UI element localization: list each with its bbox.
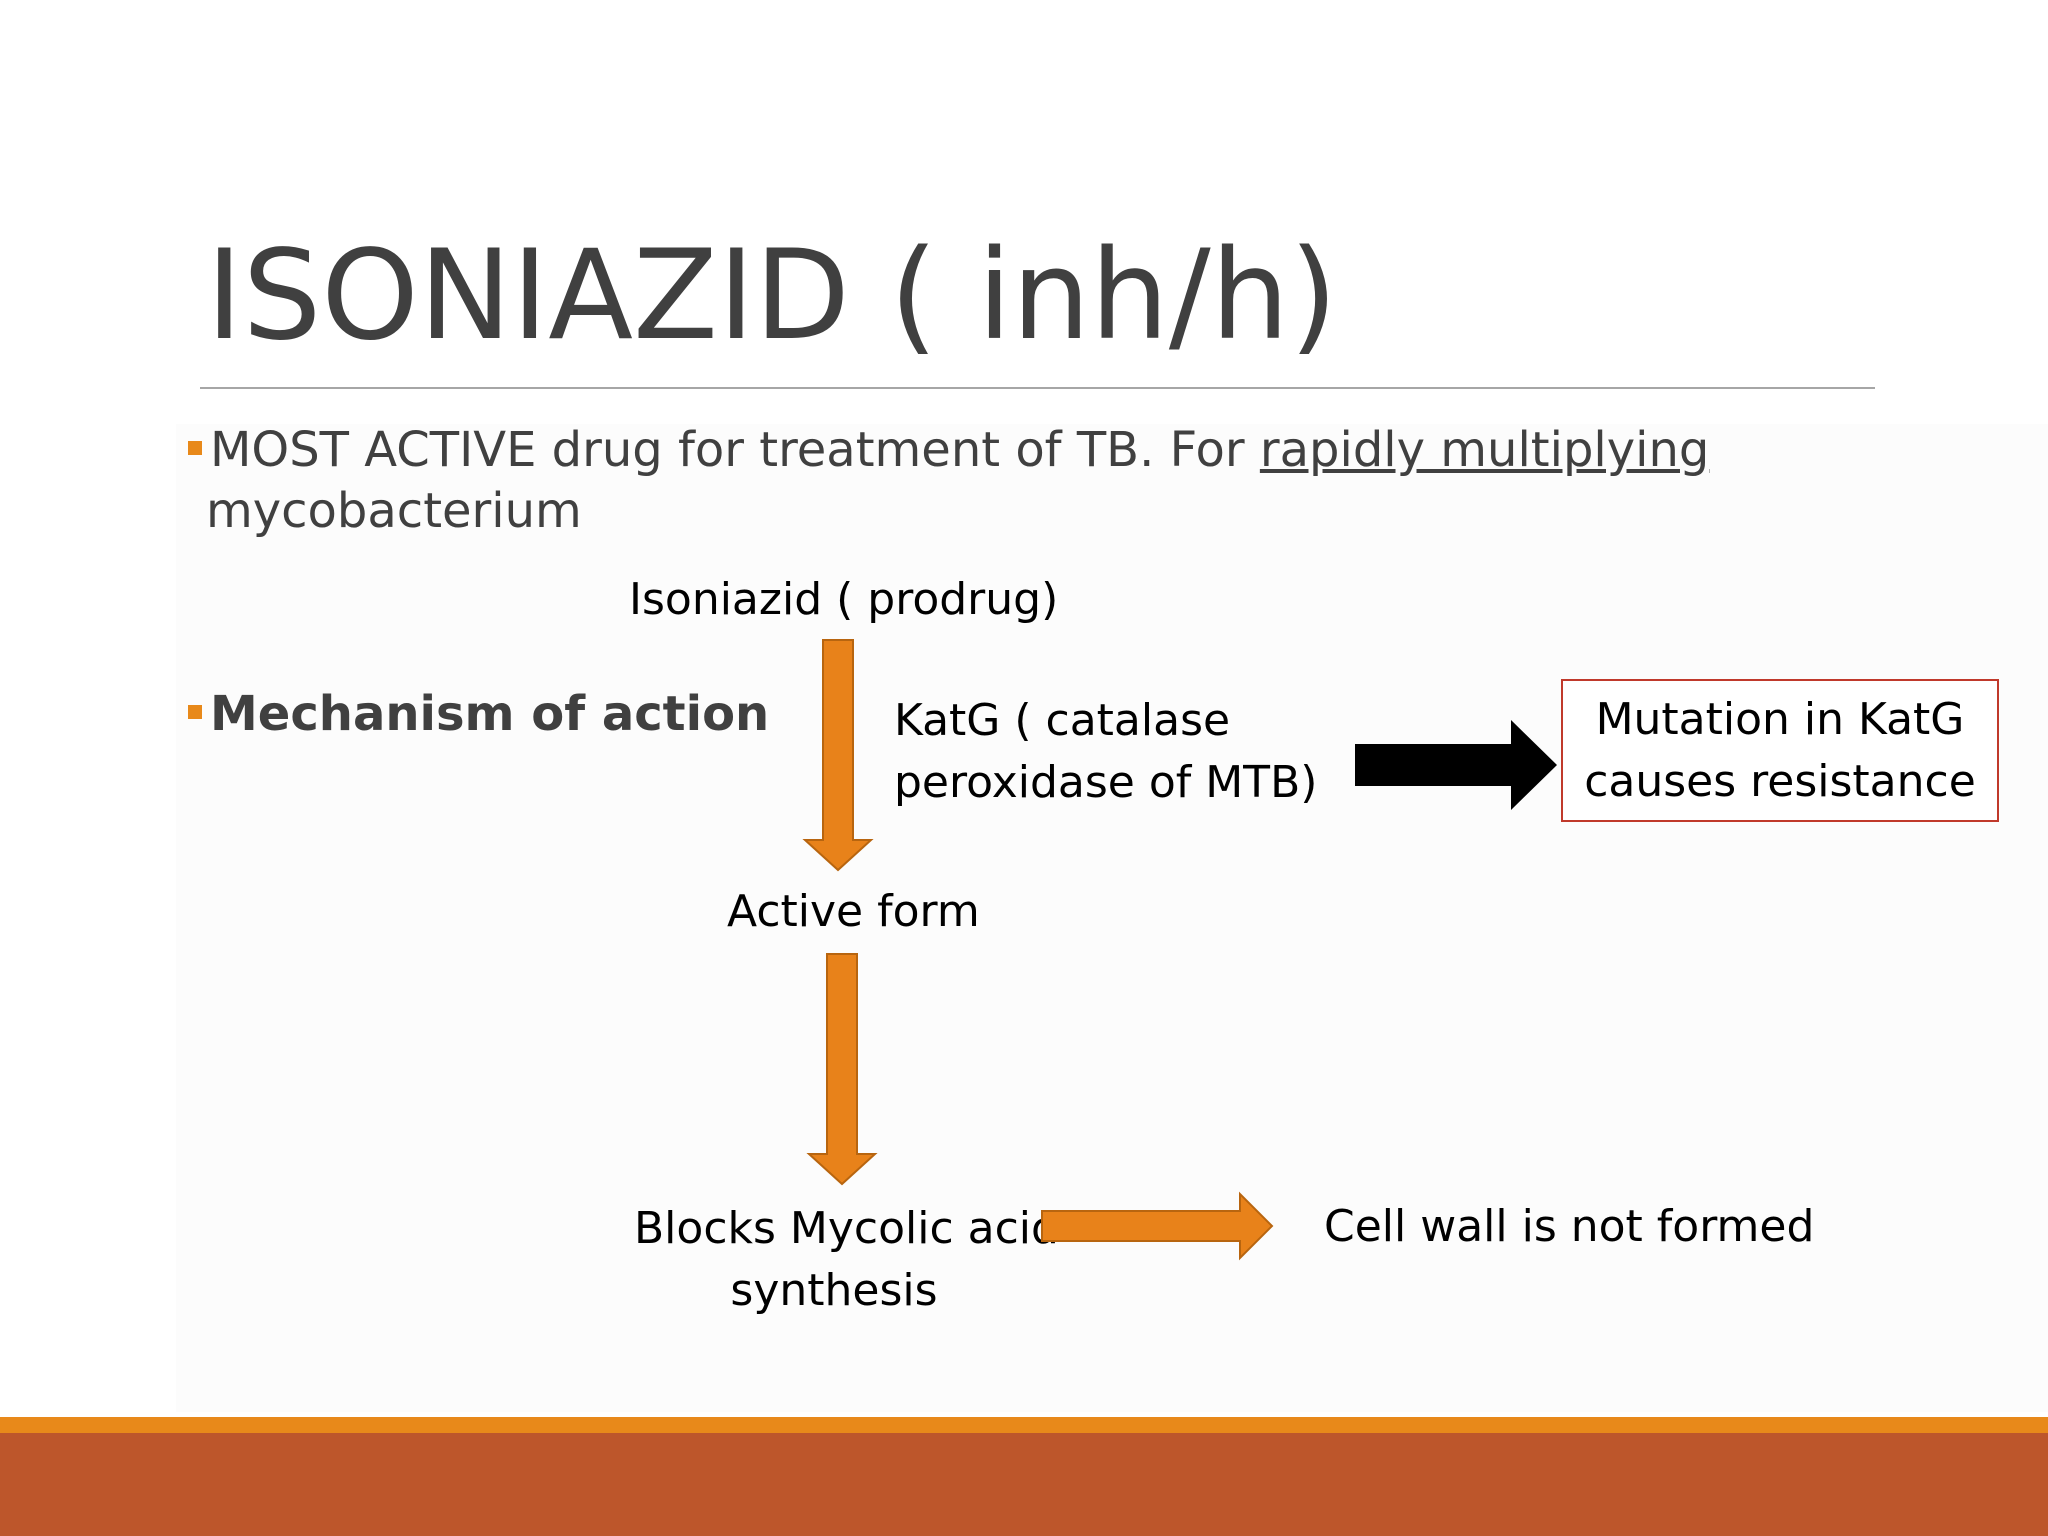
title-divider xyxy=(200,387,1875,389)
footer-accent-stripe xyxy=(0,1417,2048,1433)
node-prodrug: Isoniazid ( prodrug) xyxy=(629,574,1059,625)
resistance-line2: causes resistance xyxy=(1584,755,1976,807)
node-enzyme-line2: peroxidase of MTB) xyxy=(894,756,1318,808)
node-active-form: Active form xyxy=(727,886,980,937)
bullet-1-text: MOST ACTIVE drug for treatment of TB. Fo… xyxy=(210,422,1260,478)
slide-title: ISONIAZID ( inh/h) xyxy=(206,224,1338,368)
bullet-marker-2 xyxy=(188,705,202,719)
bullet-mechanism: Mechanism of action xyxy=(210,686,770,742)
content-panel xyxy=(176,424,2048,1412)
node-blocks: Blocks Mycolic acid synthesis xyxy=(634,1198,1059,1321)
resistance-line1: Mutation in KatG xyxy=(1595,693,1965,745)
node-enzyme-line1: KatG ( catalase xyxy=(894,695,1231,746)
resistance-box: Mutation in KatG causes resistance xyxy=(1561,679,1999,822)
bullet-marker-1 xyxy=(188,441,202,455)
node-cell-wall: Cell wall is not formed xyxy=(1324,1201,1815,1252)
node-blocks-line2: synthesis xyxy=(730,1264,938,1316)
bullet-1-underlined: rapidly multiplying xyxy=(1259,422,1710,478)
node-blocks-line1: Blocks Mycolic acid xyxy=(634,1203,1059,1254)
footer-band xyxy=(0,1433,2048,1536)
node-enzyme: KatG ( catalase peroxidase of MTB) xyxy=(894,690,1317,813)
bullet-drug-activity: MOST ACTIVE drug for treatment of TB. Fo… xyxy=(210,422,1709,478)
bullet-1-line2: mycobacterium xyxy=(206,483,582,539)
